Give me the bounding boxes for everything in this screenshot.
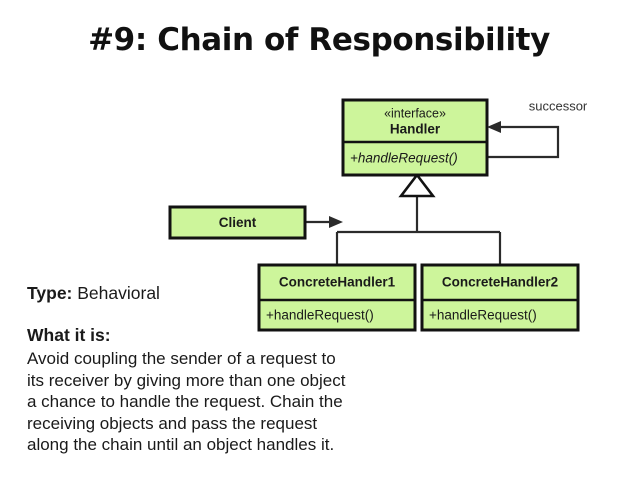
- class-box-handler[interactable]: «interface» Handler +handleRequest(): [341, 98, 489, 177]
- class-operation-concrete-handler-2-handlerequest: +handleRequest(): [429, 308, 537, 323]
- class-stereotype-handler: «interface»: [384, 106, 446, 120]
- class-name-handler: Handler: [390, 122, 441, 137]
- association-client-to-handler: [305, 216, 343, 228]
- class-name-concrete-handler-2: ConcreteHandler2: [442, 275, 558, 290]
- class-operation-concrete-handler-1-handlerequest: +handleRequest(): [266, 308, 374, 323]
- what-it-is-line: its receiver by giving more than one obj…: [27, 370, 346, 390]
- class-operation-handler-handlerequest: +handleRequest(): [350, 151, 458, 166]
- class-box-concrete-handler-2[interactable]: ConcreteHandler2 +handleRequest(): [420, 263, 580, 332]
- pattern-description: Type: Behavioral What it is: Avoid coupl…: [27, 282, 372, 456]
- association-handler-successor: successor: [487, 98, 588, 159]
- page-title: #9: Chain of Responsibility: [88, 22, 550, 58]
- what-it-is-line: along the chain until an object handles …: [27, 435, 335, 454]
- what-it-is-line: receiving objects and pass the request: [27, 413, 318, 433]
- association-label-successor: successor: [529, 98, 588, 113]
- class-box-client[interactable]: Client: [168, 205, 307, 240]
- what-it-is-heading: What it is:: [27, 325, 111, 345]
- uml-diagram-svg: Handler association --> successor: [168, 98, 588, 332]
- what-it-is-line: a chance to handle the request. Chain th…: [27, 392, 343, 411]
- class-name-client: Client: [219, 215, 257, 230]
- pattern-type-row: Type: Behavioral: [27, 282, 372, 304]
- pattern-type-value: Behavioral: [77, 283, 160, 303]
- what-it-is-line: Avoid coupling the sender of a request t…: [27, 349, 336, 368]
- generalization-to-handler: [335, 172, 502, 265]
- pattern-type-label: Type:: [27, 283, 73, 303]
- class-box-concrete-handler-1[interactable]: ConcreteHandler1 +handleRequest(): [257, 263, 417, 332]
- uml-class-diagram: Handler association --> successor: [0, 85, 638, 345]
- what-it-is-body: Avoid coupling the sender of a request t…: [27, 348, 372, 456]
- class-name-concrete-handler-1: ConcreteHandler1: [279, 275, 396, 290]
- generalization-triangle-icon: [398, 172, 436, 198]
